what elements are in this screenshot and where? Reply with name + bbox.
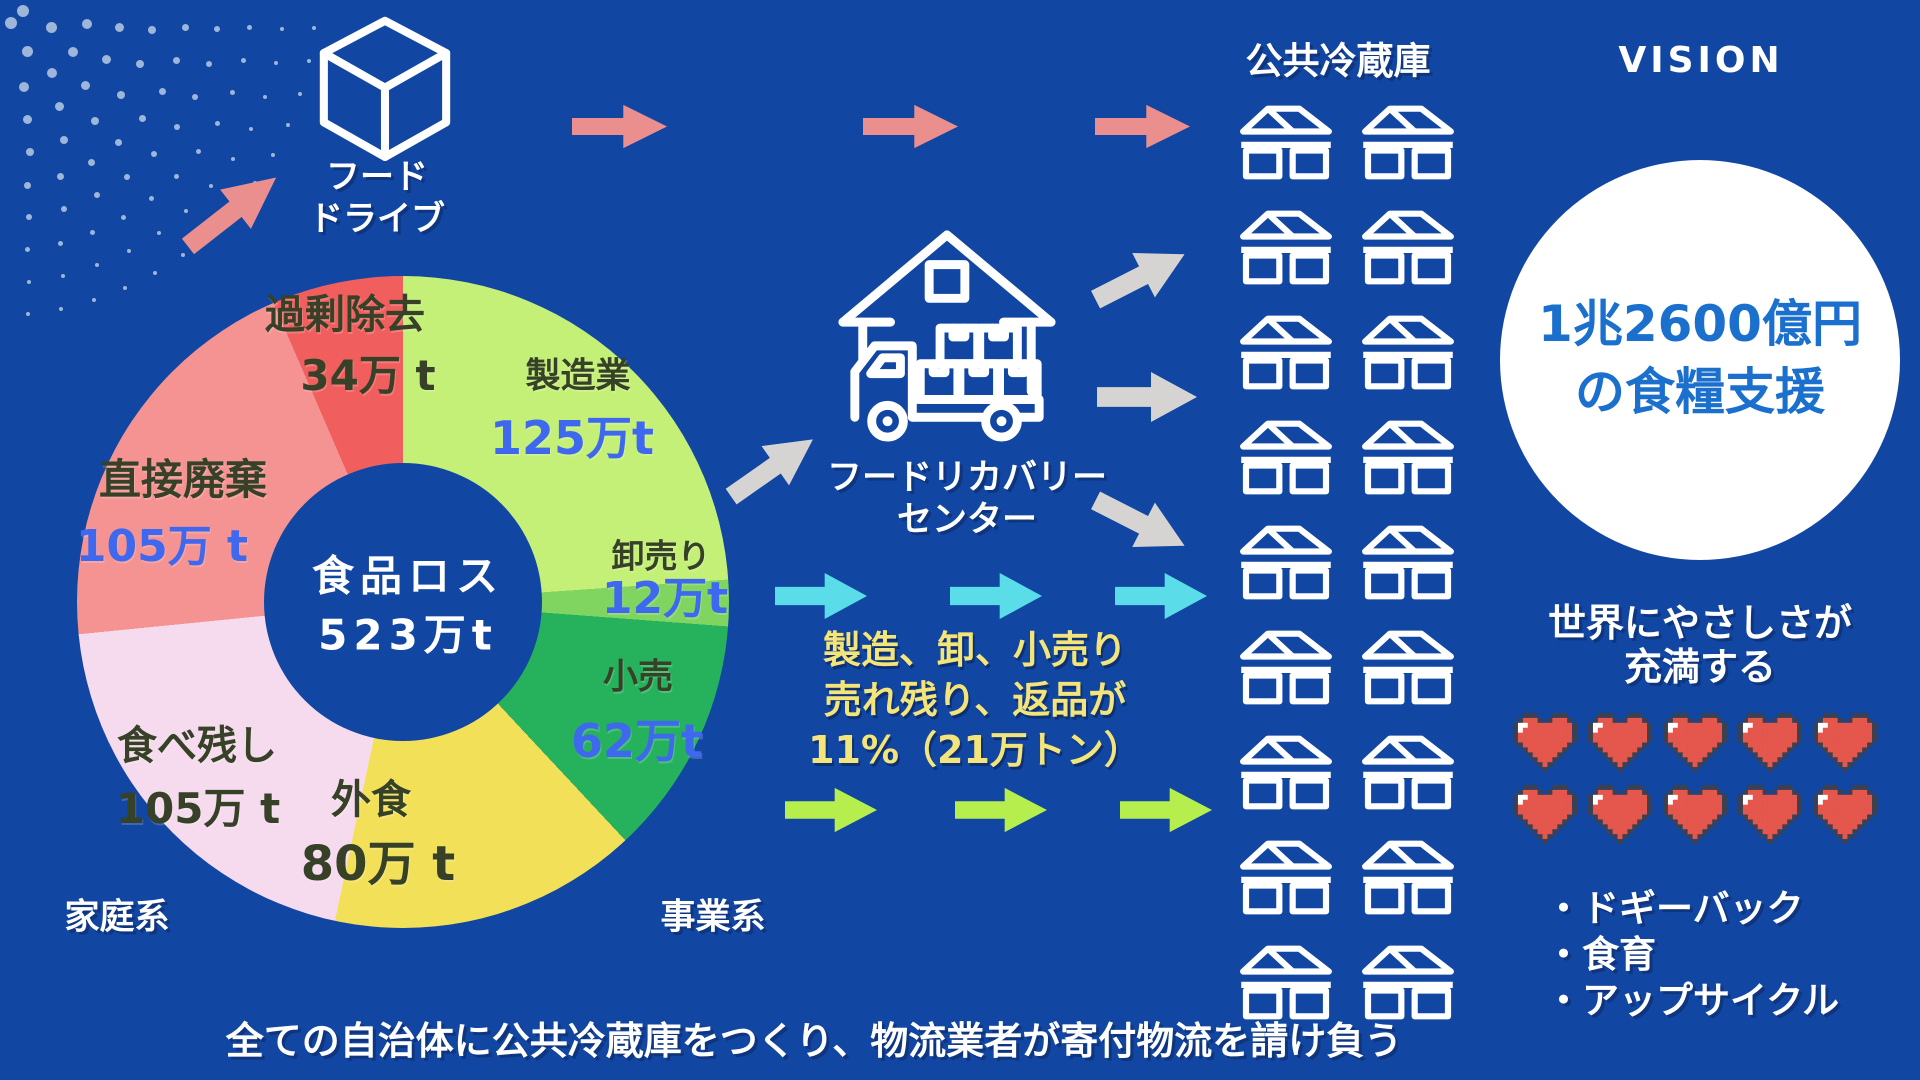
pixel-heart-icon (1588, 785, 1652, 844)
pie-label-restaurant: 外食 (331, 777, 411, 823)
pixel-heart-icon (1738, 785, 1802, 844)
vision-circle-text: 1兆2600億円 の食糧支援 (1538, 290, 1862, 426)
cold-storage-grid (1237, 102, 1457, 1022)
cold-storage-icon (1359, 207, 1457, 287)
hearts-row (1513, 785, 1877, 844)
vision-subtitle-line1: 世界にやさしさが (1547, 601, 1853, 645)
cold-storage-icon (1359, 417, 1457, 497)
cold-storage-icon (1237, 312, 1335, 392)
flow-arrow-surplus-1 (785, 787, 877, 833)
pixel-heart-icon (1813, 713, 1877, 772)
cold-storage-icon (1359, 102, 1457, 182)
food-recovery-center-label: フードリカバリー センター (827, 457, 1107, 541)
group-label-household: 家庭系 (64, 897, 170, 938)
cold-storage-icon (1237, 732, 1335, 812)
pie-label-retail: 小売 (602, 657, 674, 698)
recovery-line2: センター (896, 500, 1038, 540)
food-drive-label: フード ドライブ (309, 156, 445, 240)
pixel-heart-icon (1588, 713, 1652, 772)
cold-storage-icon (1237, 942, 1335, 1022)
flow-arrow-surplus-3 (1120, 787, 1212, 833)
footer-statement: 全ての自治体に公共冷蔵庫をつくり、物流業者が寄付物流を請け負う (225, 1019, 1403, 1063)
pixel-heart-icon (1813, 785, 1877, 844)
hearts-row (1513, 713, 1877, 772)
flow-arrow-center-right (1097, 372, 1197, 422)
pie-value-wholesale: 12万t (601, 573, 729, 624)
flow-arrow-food-drive-3 (1095, 104, 1190, 149)
pixel-heart-icon (1513, 713, 1577, 772)
donut-hole (264, 463, 542, 741)
group-label-business: 事業系 (660, 897, 766, 938)
pixel-heart-icon (1663, 785, 1727, 844)
pie-label-wholesale: 卸売り (611, 536, 711, 576)
flow-arrow-direct-2 (950, 572, 1042, 620)
pixel-heart-icon (1513, 785, 1577, 844)
pie-label-leftovers: 食べ残し (117, 723, 277, 769)
pixel-heart-icon (1663, 713, 1727, 772)
vision-bullets: ・ドギーバック ・食育 ・アップサイクル (1545, 886, 1839, 1024)
vision-subtitle: 世界にやさしさが 充満する (1548, 601, 1852, 689)
flow-note: 製造、卸、小売り 売れ残り、返品が 11%（21万トン） (808, 625, 1142, 775)
cold-storage-icon (1237, 627, 1335, 707)
cold-storage-icon (1359, 627, 1457, 707)
food-recovery-center-icon (838, 230, 1056, 442)
flow-note-line2: 売れ残り、返品が (823, 678, 1127, 722)
donut-center-total: 523万t (318, 610, 498, 660)
flow-arrow-pie-to-center (717, 419, 828, 517)
pie-value-excess-removal: 34万 t (300, 351, 436, 400)
cold-storage-icon (1237, 522, 1335, 602)
bullet-doggy-bag: ・ドギーバック (1545, 887, 1804, 930)
cold-storage-icon (1359, 942, 1457, 1022)
vision-subtitle-line2: 充満する (1623, 645, 1777, 689)
flow-arrow-center-up (1084, 231, 1197, 323)
cold-storage-icon (1359, 522, 1457, 602)
pie-value-leftovers: 105万 t (115, 784, 281, 833)
food-drive-line2: ドライブ (309, 199, 445, 239)
vision-support: の食糧支援 (1574, 363, 1825, 421)
cold-storage-icon (1359, 732, 1457, 812)
cold-storage-icon (1359, 837, 1457, 917)
pie-label-excess-removal: 過剰除去 (265, 292, 425, 338)
flow-arrow-direct-3 (1115, 572, 1207, 620)
pie-value-manufacturing: 125万t (489, 411, 655, 465)
flow-arrow-to-food-drive (172, 157, 292, 267)
recovery-line1: フードリカバリー (826, 458, 1108, 498)
cold-storage-icon (1237, 207, 1335, 287)
flow-note-line3: 11%（21万トン） (808, 728, 1142, 772)
cold-storage-title: 公共冷蔵庫 (1245, 39, 1431, 83)
food-drive-box-icon (319, 16, 451, 161)
bullet-upcycle: ・アップサイクル (1545, 979, 1840, 1022)
pie-value-retail: 62万t (570, 714, 704, 768)
donut-center-title: 食品ロス (311, 551, 505, 601)
vision-title: VISION (1618, 40, 1784, 81)
food-drive-line1: フード (326, 157, 428, 197)
pie-label-direct-disposal: 直接廃棄 (98, 455, 268, 504)
pixel-heart-icon (1738, 713, 1802, 772)
flow-arrow-food-drive-1 (572, 104, 667, 149)
flow-note-line1: 製造、卸、小売り (822, 628, 1127, 672)
cold-storage-icon (1237, 102, 1335, 182)
cold-storage-icon (1237, 837, 1335, 917)
bullet-food-education: ・食育 (1545, 933, 1656, 976)
cold-storage-icon (1237, 417, 1335, 497)
flow-arrow-food-drive-2 (863, 104, 958, 149)
pie-value-direct-disposal: 105万 t (75, 521, 249, 572)
pie-label-manufacturing: 製造業 (525, 356, 631, 397)
vision-amount: 1兆2600億円 (1538, 295, 1862, 353)
pie-value-restaurant: 80万 t (300, 836, 456, 892)
food-loss-donut-chart (77, 276, 729, 928)
flow-arrow-surplus-2 (955, 787, 1047, 833)
vision-circle (1500, 160, 1900, 560)
cold-storage-icon (1359, 312, 1457, 392)
flow-arrow-direct-1 (775, 572, 867, 620)
